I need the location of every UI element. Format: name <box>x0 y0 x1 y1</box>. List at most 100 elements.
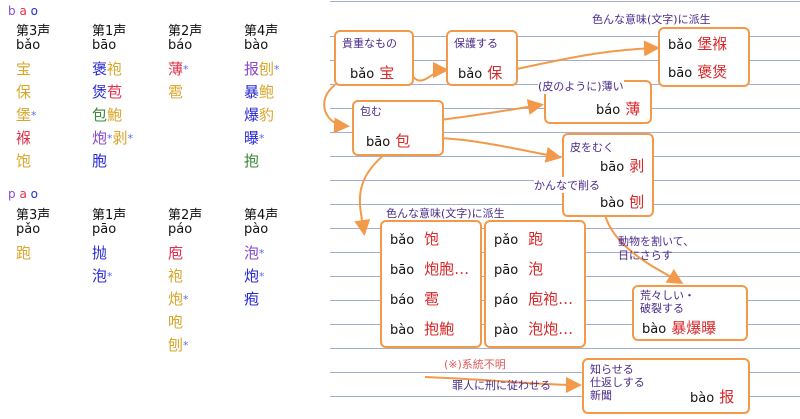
derive2-chars: 雹 <box>424 290 440 308</box>
section_pao-tone-header-2: 第2声 <box>168 208 203 223</box>
derive1-pinyin-0: bǎo <box>668 38 693 53</box>
section_bao-char-row: 暴鲍 <box>244 81 274 104</box>
pinyin-thin: báo <box>596 103 621 118</box>
note-punish: 罪人に刑に従わせる <box>452 379 551 392</box>
box-protect: 保護する bǎo 保 <box>446 30 518 86</box>
letter-o: o <box>30 4 38 18</box>
section_pao-char-row: 咆 <box>168 311 183 334</box>
note-cut: 動物を割いて、 日にさらす <box>618 235 695 262</box>
derive2-pinyin: pāo <box>494 263 519 278</box>
section_pao-char-row: 抛 <box>92 242 107 265</box>
char-wrap: 包 <box>395 132 411 150</box>
letter-p: p <box>8 187 16 201</box>
note-protect: 保護する <box>454 37 498 50</box>
hanzi-char: 曝 <box>244 129 260 147</box>
hanzi-char: 庖 <box>168 244 184 262</box>
section_bao-char-row: 炮*剥* <box>92 127 133 150</box>
section_pao-pinyin-0: pǎo <box>16 222 41 237</box>
char-treasure: 宝 <box>379 64 395 82</box>
note-thin: (皮のように)薄い <box>538 78 624 94</box>
hanzi-char: 泡 <box>244 244 260 262</box>
hanzi-char: 袍 <box>107 60 123 78</box>
hanzi-char: 宝 <box>16 60 32 78</box>
section_pao-char-row: 炮* <box>244 265 265 288</box>
hanzi-char: 跑 <box>16 244 32 262</box>
section_bao-tone-header-1: 第1声 <box>92 24 127 39</box>
asterisk-mark: * <box>259 270 265 283</box>
hanzi-char: 泡 <box>92 267 108 285</box>
hanzi-char: 疱 <box>244 290 260 308</box>
letter-b: b <box>8 4 16 18</box>
pinyin-fierce: bào <box>642 322 667 337</box>
derive2-pinyin: páo <box>494 293 519 308</box>
derive2-row: báo 雹 <box>390 288 439 309</box>
asterisk-mark: * <box>183 293 189 306</box>
section_bao-char-row: 曝* <box>244 127 265 150</box>
hanzi-char: 苞 <box>107 83 123 101</box>
section_bao-pinyin-2: báo <box>168 38 193 53</box>
asterisk-mark: * <box>107 132 113 145</box>
arrow-protect-derive <box>511 40 660 71</box>
section_bao-char-row: 宝 <box>16 58 31 81</box>
asterisk-mark: * <box>107 270 113 283</box>
derive1-chars-1: 褒煲 <box>697 63 728 81</box>
section_pao-char-row: 疱 <box>244 288 259 311</box>
note-unknown: (※)系統不明 <box>444 358 506 371</box>
section_pao-char-row: 刨* <box>168 334 189 357</box>
hanzi-char: 雹 <box>168 83 184 101</box>
char-report: 报 <box>719 388 735 406</box>
char-plane: 刨 <box>629 193 645 211</box>
hanzi-char: 炮 <box>168 290 184 308</box>
arrow-wrap-derive <box>354 149 391 236</box>
asterisk-mark: * <box>259 247 265 260</box>
box-fierce: 荒々しい・ 破裂する bào 暴爆曝 <box>632 285 748 341</box>
pinyin-report: bào <box>690 391 715 406</box>
section_pao-pinyin-2: páo <box>168 222 193 237</box>
char-thin: 薄 <box>625 100 641 118</box>
section_bao-pinyin-0: bǎo <box>16 38 41 53</box>
derive2-pinyin: báo <box>390 293 415 308</box>
pinyin-peel: bāo <box>600 160 625 175</box>
section_bao-char-row: 胞 <box>92 150 107 173</box>
section_pao-pinyin-1: pāo <box>92 222 117 237</box>
hanzi-char: 咆 <box>168 313 184 331</box>
hanzi-char: 煲 <box>92 83 108 101</box>
derive2-pinyin: pào <box>494 323 519 338</box>
section_bao-char-row: 抱 <box>244 150 259 173</box>
derive2-pinyin: pǎo <box>494 233 519 248</box>
section_bao-char-row: 保 <box>16 81 31 104</box>
section_pao-pinyin-3: pào <box>244 222 269 237</box>
char-protect: 保 <box>487 64 503 82</box>
arrow-punish-report <box>424 376 582 393</box>
box-treasure: 貴重なもの bǎo 宝 <box>334 30 414 86</box>
hanzi-char: 保 <box>16 83 32 101</box>
section_bao-char-row: 褓 <box>16 127 31 150</box>
derive1-pinyin-1: bāo <box>668 66 693 81</box>
section_pao-char-row: 炮* <box>168 288 189 311</box>
hanzi-char: 刨 <box>259 60 275 78</box>
section_bao-char-row: 煲苞 <box>92 81 122 104</box>
arrow-peel-fierce <box>604 214 684 285</box>
asterisk-mark: * <box>274 63 280 76</box>
derive2-chars: 饱 <box>424 230 440 248</box>
box-wrap: 包む bāo 包 <box>352 100 444 156</box>
box-derive1: bǎo 堡褓 bāo 褒煲 <box>658 27 750 87</box>
hanzi-char: 褓 <box>16 129 32 147</box>
pinyin-plane: bào <box>600 196 625 211</box>
pinyin-wrap: bāo <box>366 135 391 150</box>
hanzi-char: 暴 <box>244 83 260 101</box>
section_bao-pinyin-3: bào <box>244 38 269 53</box>
hanzi-char: 炮 <box>92 129 108 147</box>
section_pao-char-row: 泡* <box>92 265 113 288</box>
hanzi-char: 饱 <box>16 152 32 170</box>
section_bao-char-row: 爆豹 <box>244 104 274 127</box>
note-plane: かんなで削る <box>534 177 600 193</box>
derive2-row: bǎo 饱 <box>390 228 439 249</box>
note-report: 知らせる 仕返しする 新聞 <box>590 363 645 402</box>
derive2-pinyin: bǎo <box>390 233 415 248</box>
